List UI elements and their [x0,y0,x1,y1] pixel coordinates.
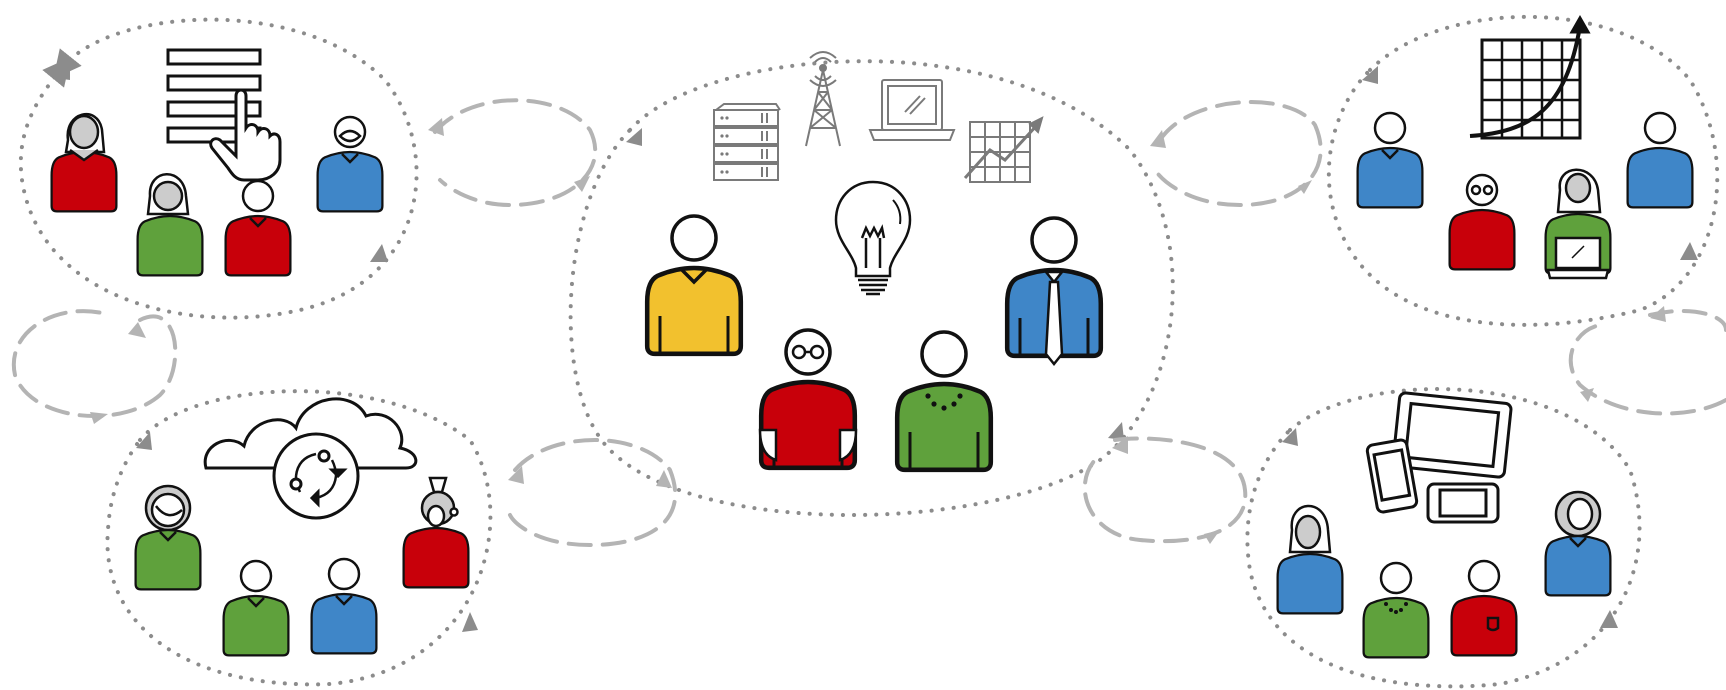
person-red-small [224,179,292,277]
laptop-icon [868,79,956,141]
loop-bottom-between [508,438,678,548]
loop-right-edge [1568,308,1726,416]
person-green-necklace [897,330,991,470]
ring-top-right [1326,14,1720,327]
person-green-small [222,559,290,657]
loop-arrowheads [90,118,1666,544]
bottom-left-cluster [134,397,470,657]
person-red-pocket [1450,559,1518,657]
person-green-veil [136,173,204,277]
ring-top-left [18,17,419,320]
person-green-hair [134,484,202,591]
devices-icon [1365,391,1513,524]
dotted-rings [18,14,1720,689]
person-blue-bald [316,115,384,213]
person-blue-hair [1276,504,1344,615]
person-blue-woman-right [1544,490,1612,597]
person-yellow [647,214,741,354]
person-red-glasses [758,328,858,468]
top-right-cluster [1356,14,1694,280]
server-icon [713,103,781,181]
person-red-glasses-small [1448,173,1516,271]
person-blue-small [310,557,378,655]
menu-touch-icon [166,48,282,182]
loop-top-between [433,98,598,208]
ring-center [568,59,1175,517]
lightbulb-icon [834,180,912,296]
trend-chart-icon [963,116,1044,183]
person-red-scarf [50,112,118,213]
cloud-sync-icon [203,397,418,520]
ring-bottom-left [105,389,493,687]
person-blue-left [1356,111,1424,209]
person-green-laptop [1544,168,1612,280]
bottom-right-cluster [1276,391,1612,659]
person-green-necklace-small [1362,561,1430,659]
ring-arrowheads [55,64,1698,632]
center-cluster [647,51,1101,470]
person-blue-right [1626,111,1694,209]
person-blue-tie [1007,216,1101,367]
growth-chart-icon [1469,14,1591,140]
person-red-bun [402,476,470,589]
top-left-cluster [50,48,384,277]
loop-left-middle [11,309,178,418]
radio-tower-icon [805,51,841,147]
loop-top-right-between [1153,100,1323,208]
